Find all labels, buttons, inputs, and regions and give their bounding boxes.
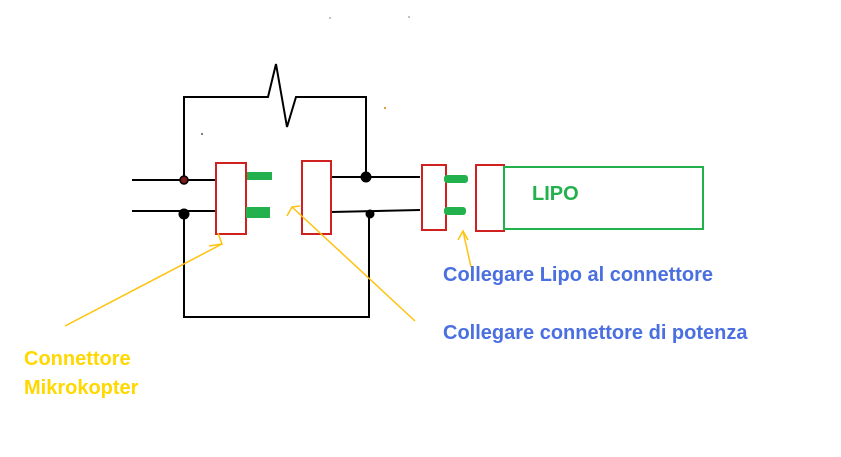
mid-wire-bottom [330, 209, 421, 213]
arrow-mikrokopter [64, 243, 223, 327]
arrowhead [286, 205, 301, 217]
junction-dot [178, 208, 190, 220]
arrow-power [291, 206, 416, 322]
connector-pin [247, 172, 272, 180]
arrow-lipo [462, 230, 472, 268]
stray-dot [384, 107, 386, 109]
stray-dot [408, 16, 410, 18]
mikrokopter-label-line2: Mikrokopter [24, 377, 139, 399]
junction-dot [179, 175, 189, 185]
connector-pin [444, 175, 468, 183]
stray-dot [201, 133, 203, 135]
top-loop-wire [183, 63, 367, 180]
lipo-connector-socket [475, 164, 505, 232]
stray-dot [329, 17, 331, 19]
connect-power-label: Collegare connettore di potenza [443, 322, 748, 344]
lipo-connector-plug [421, 164, 447, 231]
bottom-loop-wire [183, 214, 370, 318]
lipo-battery [503, 166, 704, 230]
connect-lipo-label: Collegare Lipo al connettore [443, 264, 714, 286]
mikrokopter-label-line1: Connettore [24, 348, 131, 370]
junction-dot [360, 171, 372, 183]
power-connector [301, 160, 332, 235]
junction-dot [365, 209, 375, 219]
yellow-arrows [64, 205, 472, 327]
connector-pin [444, 207, 466, 215]
arrowhead [457, 229, 469, 241]
mikrokopter-connector-label: Connettore Mikrokopter [24, 345, 138, 403]
lipo-label: LIPO [532, 183, 579, 205]
arrowhead [208, 232, 224, 247]
mikrokopter-connector [215, 162, 247, 235]
connector-pin [246, 207, 270, 218]
